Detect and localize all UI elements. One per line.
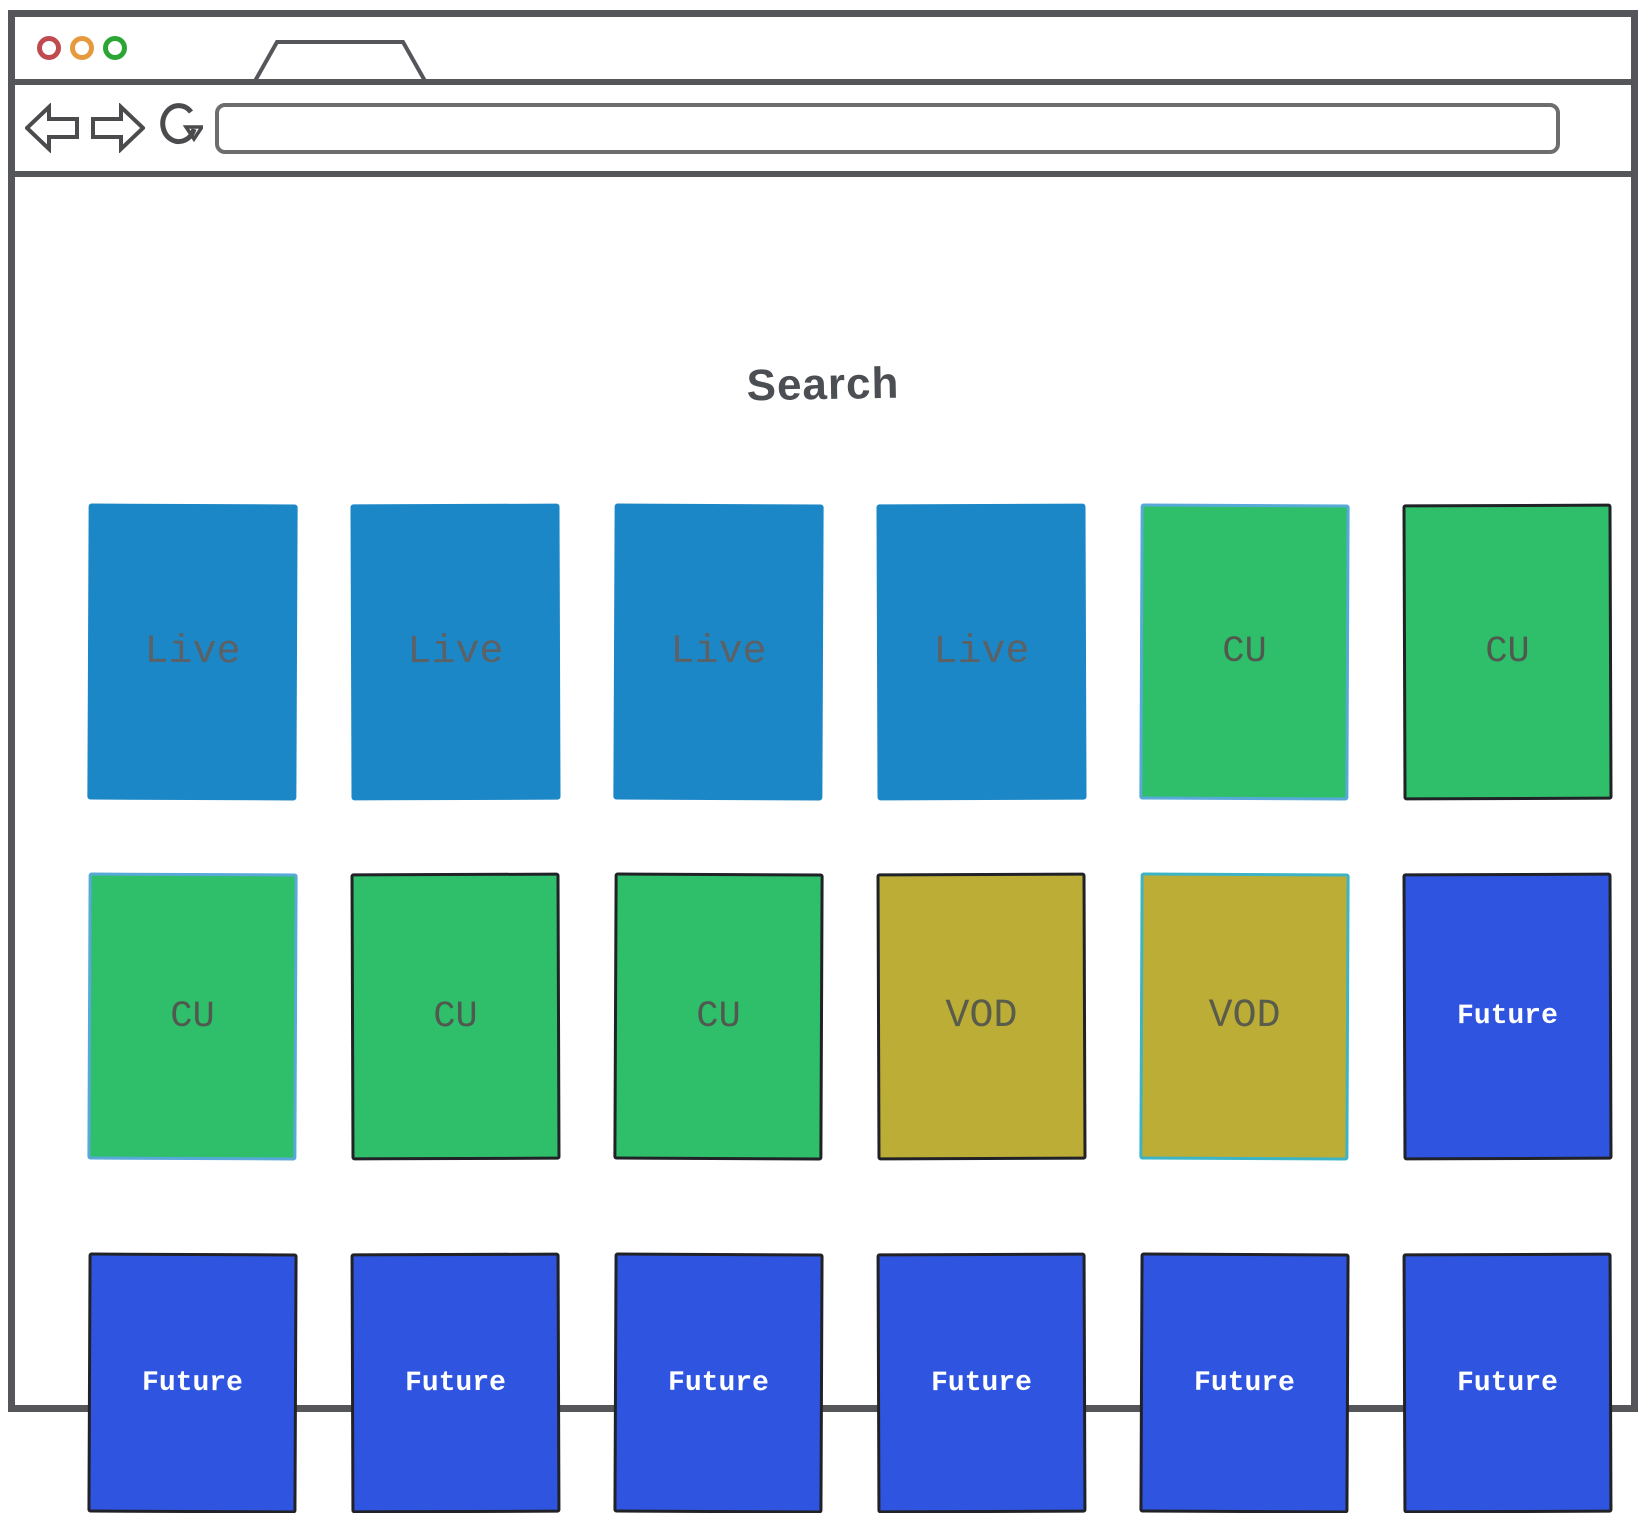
browser-tab[interactable] — [253, 39, 437, 81]
card-cu[interactable]: CU — [1139, 503, 1350, 801]
card-row-2: CU CU CU VOD VOD Future — [87, 872, 1613, 1161]
card-label: Future — [668, 1367, 769, 1399]
card-row-3: Future Future Future Future Future Futur… — [87, 1252, 1613, 1513]
card-future[interactable]: Future — [87, 1252, 298, 1513]
browser-tab-bar — [15, 17, 1631, 85]
reload-icon — [160, 103, 206, 144]
card-label: Live — [144, 629, 241, 675]
card-label: CU — [170, 995, 215, 1038]
card-label: VOD — [945, 993, 1018, 1040]
reload-button[interactable] — [157, 100, 206, 156]
card-label: Future — [1457, 1367, 1558, 1399]
card-row-1: Live Live Live Live CU CU — [87, 503, 1613, 801]
card-label: Future — [1194, 1367, 1295, 1399]
card-future[interactable]: Future — [350, 1252, 561, 1513]
browser-window: Search Live Live Live Live CU CU CU CU C… — [8, 10, 1638, 1513]
card-future[interactable]: Future — [876, 1252, 1087, 1513]
card-cu[interactable]: CU — [87, 872, 298, 1161]
close-button[interactable] — [37, 36, 61, 60]
card-label: CU — [433, 995, 478, 1038]
card-live[interactable]: Live — [87, 503, 298, 801]
card-label: Future — [931, 1367, 1032, 1399]
page-title: Search — [746, 358, 900, 411]
card-label: VOD — [1208, 993, 1281, 1040]
card-label: Future — [142, 1367, 243, 1399]
card-future[interactable]: Future — [1402, 1252, 1613, 1513]
card-label: CU — [696, 995, 741, 1038]
card-label: Live — [407, 629, 504, 675]
card-label: Future — [405, 1367, 506, 1399]
card-live[interactable]: Live — [876, 503, 1087, 801]
card-cu[interactable]: CU — [350, 872, 561, 1161]
card-label: CU — [1485, 630, 1530, 674]
back-button[interactable] — [24, 102, 79, 154]
card-label: Future — [1457, 1000, 1558, 1033]
forward-arrow-icon — [91, 102, 146, 154]
url-input[interactable] — [215, 102, 1560, 154]
window-controls — [37, 36, 127, 60]
browser-toolbar — [15, 85, 1631, 177]
card-label: Live — [670, 629, 767, 675]
card-live[interactable]: Live — [613, 503, 824, 801]
card-cu[interactable]: CU — [613, 872, 824, 1161]
forward-button[interactable] — [91, 102, 146, 154]
maximize-button[interactable] — [103, 36, 127, 60]
card-future[interactable]: Future — [613, 1252, 824, 1513]
back-arrow-icon — [24, 102, 79, 154]
page-content: Search Live Live Live Live CU CU CU CU C… — [15, 177, 1631, 1513]
card-future[interactable]: Future — [1402, 872, 1613, 1161]
card-future[interactable]: Future — [1139, 1252, 1350, 1513]
card-vod[interactable]: VOD — [876, 872, 1087, 1161]
card-live[interactable]: Live — [350, 503, 561, 801]
card-label: CU — [1222, 630, 1267, 674]
card-label: Live — [933, 629, 1030, 675]
minimize-button[interactable] — [70, 36, 94, 60]
card-vod[interactable]: VOD — [1139, 872, 1350, 1161]
card-cu[interactable]: CU — [1402, 503, 1613, 801]
